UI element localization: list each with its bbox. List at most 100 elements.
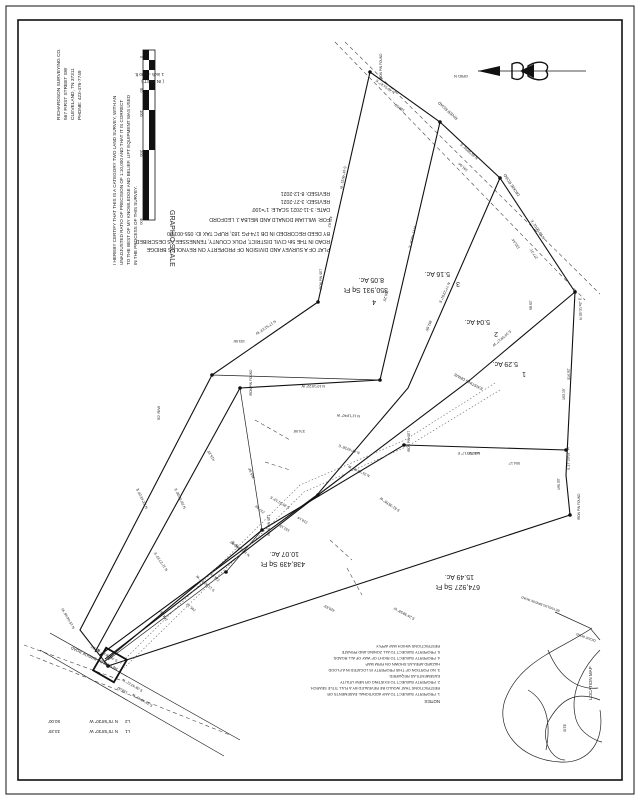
distance-label: 224.91' (209, 572, 221, 583)
bearing-label: S 44°46'31" W (339, 166, 347, 190)
title-line: DATE: 3-11-2021 SCALE: 1"=100' (252, 206, 330, 212)
bearing-label: S 37°20'52" W (566, 446, 571, 470)
distance-label: 152.15' (278, 523, 290, 532)
title-line: BY DEED RECORDED IN DB 174-PG 183, RUPC … (167, 230, 330, 236)
certification-line: I HEREBY CERTIFY THAT THIS IS A CATEGORY… (112, 96, 117, 265)
surveyor-line: RICHARDSON SURVEYING CO. (56, 48, 62, 120)
lot-acres: 10.07 Ac. (270, 550, 299, 557)
scale-tick: 100 (139, 110, 144, 117)
road-right-of-way-line (334, 41, 586, 301)
lot-number: 3 (456, 280, 460, 287)
existing-drive-line (119, 382, 496, 665)
distance-label: 139.00' (116, 685, 128, 694)
distance-label: 420.61' (327, 216, 333, 229)
line-table: L1 N 75°58'30" W 33.29' L2 N 75°58'30" W… (48, 719, 130, 734)
certification-block: I HEREBY CERTIFY THAT THIS IS A CATEGORY… (112, 94, 138, 265)
monument-label: IRON PIN FOUND (577, 493, 581, 520)
scale-note: 1 inch = 100 ft. (134, 72, 164, 77)
title-line: PLAT OF A SURVEY AND DIVISION OF PROPERT… (146, 246, 330, 252)
distance-label: 277.31' (529, 247, 539, 259)
monument-markers (106, 70, 577, 668)
scale-heading: GRAPHIC SCALE (168, 210, 175, 267)
bearing-label: N 17°43'06" E (407, 226, 416, 249)
certification-line: IN THE PROCESS OF THIS SURVEY. (133, 186, 138, 265)
monument-label: IRON PIN FOUND (379, 53, 383, 80)
scale-tick: 200 (139, 150, 144, 157)
distance-label: 98.62' (529, 300, 533, 310)
lot-area: 674,927 Sq Ft (436, 583, 480, 590)
road-label: 50' R/W (156, 406, 161, 420)
line-table-distance: 50.00' (48, 719, 60, 724)
monument-label: IRON PIN FOUND (249, 369, 253, 396)
notes-block: NOTES: 1. PROPERTY SUBJECT TO ANY ADDITI… (310, 644, 440, 704)
line-table-id: L1 (125, 729, 130, 734)
monument-label: IRON PIN SET (407, 431, 411, 452)
line-table-distance: 33.29' (48, 729, 60, 734)
scale-note: ( IN FEET ) (141, 79, 164, 84)
lot-acres: 15.49 Ac. (445, 573, 474, 580)
title-block: PLAT OF A SURVEY AND DIVISION OF PROPERT… (135, 190, 330, 252)
distance-label: 135.44' (511, 237, 521, 249)
scale-tick: 400 (139, 218, 144, 225)
title-line: REVISED: 8-12-2021 (281, 190, 330, 196)
distance-label: 196.55' (393, 102, 405, 112)
road-edge-line (49, 632, 241, 741)
monument-label: IRON PIN SET (319, 269, 323, 290)
distance-label: 361.65' (424, 320, 433, 333)
title-line: FOR: WILLIAM DONALD AND MELBA J. LEDFORD (209, 216, 330, 222)
north-arrow-icon: GRID N (454, 61, 586, 81)
boundary-line (79, 71, 576, 667)
line-table-id: L2 (125, 719, 130, 724)
certification-line: TO THE BEST OF MY KNOWLEDGE AND BELIEF. … (126, 94, 131, 265)
distance-label: 237.48' (254, 504, 266, 515)
distance-label: 193.56' (233, 339, 245, 343)
distance-label: 374.58' (293, 429, 305, 433)
distance-label: 420.63' (323, 603, 335, 612)
outer-border (5, 5, 635, 795)
bearing-label: N 17°23'17" E (457, 451, 480, 455)
title-line: REVISED: 3-27-2021 (281, 198, 330, 204)
distance-label: 216.14' (296, 515, 308, 524)
lot-acres: 5.29 Ac. (493, 360, 518, 367)
distance-label: 314.92' (567, 368, 571, 380)
road-edge-line (39, 649, 225, 757)
note-line: HAZARD AREA AS SHOWN ON FIRM MAP. (365, 662, 440, 666)
lot-acres: 5.16 Ac. (425, 270, 450, 277)
lot-number: 1 (522, 370, 526, 377)
note-line: 4. PROPERTY SUBJECT TO RIGHT OF WAY OF A… (333, 656, 440, 660)
lot-line (94, 121, 441, 653)
lot-number: 2 (494, 330, 498, 337)
distance-label: 195.00' (557, 478, 561, 490)
certification-line: UNADJUSTED RATIO OF PRECISION OF 1:10,00… (119, 100, 124, 265)
distance-label: 504.17' (508, 461, 520, 465)
location-map-label: SITE (563, 723, 567, 732)
bearing-label: N 35°31'42" E (578, 297, 583, 320)
distance-label: 245.73' (185, 602, 197, 613)
note-line: RESTRICTIONS THAT WOULD BE REVEALED BY A… (310, 686, 440, 690)
distance-label: 191.64' (457, 161, 469, 172)
distance-label: 83.50' (90, 644, 101, 652)
distance-label: 415.25' (206, 449, 215, 461)
distance-label: 150.00' (229, 540, 241, 551)
notes-heading: NOTES: (424, 699, 440, 704)
distance-label: 355.94' (247, 467, 256, 480)
graphic-scale: GRAPHIC SCALE ( IN FEET ) 1 inch = 100 f… (134, 49, 175, 267)
lot-area: 350,931 Sq Ft (344, 286, 388, 293)
bearing-label: N 10°19'22" W (301, 384, 325, 388)
location-map-title: LOCATION MAP (588, 666, 593, 700)
location-map-label: DICKIE ROAD (575, 632, 596, 643)
surveyor-line: PHONE: 423-476-7749 (77, 70, 83, 120)
note-line: 1. PROPERTY SUBJECT TO ANY ADDITIONAL EA… (327, 692, 440, 696)
north-label: GRID N (454, 74, 468, 79)
note-line: EASEMENTS AS REQUIRED. (389, 674, 440, 678)
scale-tick: 0 (139, 56, 144, 59)
monument-label: IRON PIN SET (267, 515, 271, 536)
inner-border (17, 19, 623, 781)
note-line: RESTRICTIONS WHICH MAY APPLY. (376, 644, 441, 648)
lot-acres: 5.04 Ac. (465, 318, 490, 325)
lot-line (103, 444, 567, 663)
bearing-label: N 11°18'40" W (336, 413, 360, 418)
note-line: 3. NO PORTION OF THIS PROPERTY IS LOCATE… (328, 668, 440, 672)
distance-label: 145.00' (468, 451, 480, 455)
